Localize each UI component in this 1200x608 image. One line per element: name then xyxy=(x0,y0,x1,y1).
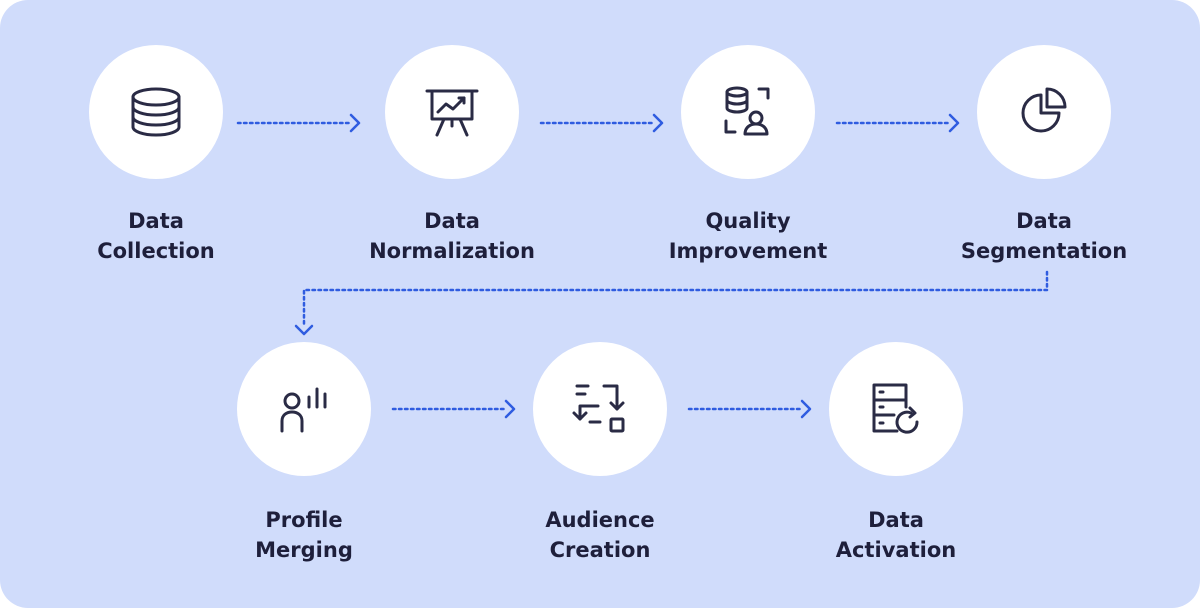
step-label-line1: Quality xyxy=(705,209,791,233)
step-label-line1: Data xyxy=(128,209,184,233)
pie-chart-icon xyxy=(1021,87,1067,133)
user-stats-icon xyxy=(280,387,327,433)
step-audience-creation-node xyxy=(533,342,667,476)
arrowhead-1 xyxy=(349,113,361,133)
arrowhead-2 xyxy=(652,113,664,133)
step-data-segmentation-label: Data Segmentation xyxy=(924,206,1164,266)
arrowhead-3 xyxy=(948,113,960,133)
step-data-collection-node xyxy=(89,45,223,179)
step-data-activation-label: Data Activation xyxy=(776,505,1016,565)
arrowhead-6 xyxy=(800,399,812,419)
arrow-segmentation-to-profile xyxy=(302,270,1049,328)
arrowhead-4 xyxy=(294,324,314,336)
server-refresh-icon xyxy=(872,383,919,434)
transfer-arrows-icon xyxy=(572,384,625,433)
step-profile-merging-node xyxy=(237,342,371,476)
step-label-line2: Collection xyxy=(97,239,215,263)
database-icon xyxy=(131,87,181,137)
step-profile-merging-label: Profile Merging xyxy=(184,505,424,565)
step-label-line1: Data xyxy=(424,209,480,233)
step-quality-improvement-label: Quality Improvement xyxy=(628,206,868,266)
step-label-line1: Data xyxy=(868,508,924,532)
step-data-normalization-label: Data Normalization xyxy=(332,206,572,266)
step-data-normalization-node xyxy=(385,45,519,179)
step-label-line2: Activation xyxy=(835,538,957,562)
step-data-collection-label: Data Collection xyxy=(36,206,276,266)
step-label-line2: Normalization xyxy=(369,239,535,263)
step-data-segmentation-node xyxy=(977,45,1111,179)
step-label-line1: Data xyxy=(1016,209,1072,233)
data-scan-user-icon xyxy=(724,86,770,136)
step-label-line2: Segmentation xyxy=(960,239,1128,263)
step-label-line2: Creation xyxy=(549,538,651,562)
step-label-line2: Improvement xyxy=(668,239,828,263)
step-audience-creation-label: Audience Creation xyxy=(480,505,720,565)
arrowhead-5 xyxy=(504,399,516,419)
step-label-line1: Profile xyxy=(265,508,343,532)
step-label-line1: Audience xyxy=(545,508,655,532)
step-quality-improvement-node xyxy=(681,45,815,179)
presentation-chart-icon xyxy=(425,89,479,137)
step-data-activation-node xyxy=(829,342,963,476)
step-label-line2: Merging xyxy=(255,538,353,562)
